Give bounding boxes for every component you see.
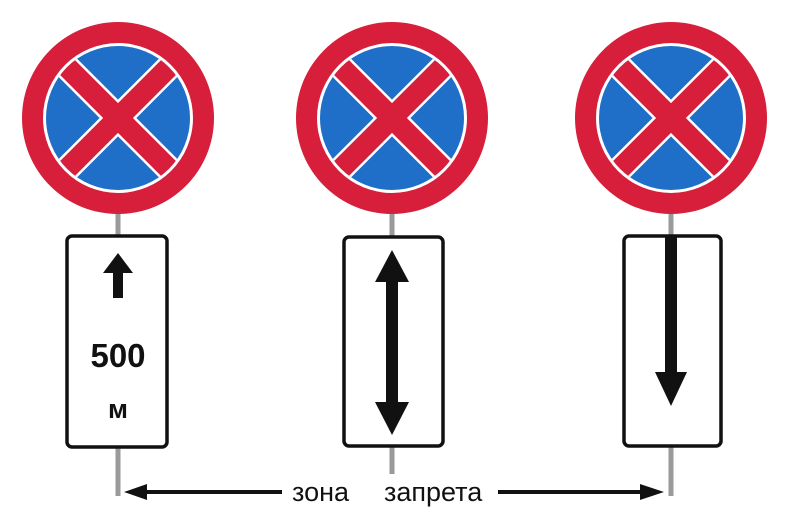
right-arrowhead-icon bbox=[640, 484, 664, 500]
distance-value: 500 bbox=[90, 337, 145, 374]
zone-caption-word1: зона bbox=[292, 477, 350, 507]
no-stopping-sign-right bbox=[575, 22, 767, 214]
distance-unit: м bbox=[108, 394, 128, 424]
up-arrow-icon bbox=[103, 253, 133, 298]
up-down-arrow-icon bbox=[375, 250, 409, 435]
no-stopping-sign-left bbox=[22, 22, 214, 214]
down-arrow-icon bbox=[655, 236, 687, 406]
left-arrowhead-icon bbox=[124, 484, 147, 500]
zone-span-arrow bbox=[124, 484, 664, 500]
distance-plate: 500 м bbox=[65, 234, 169, 449]
zone-continuation-plate bbox=[342, 235, 445, 448]
zone-end-plate bbox=[622, 234, 723, 448]
zone-caption-word2: запрета bbox=[384, 477, 483, 507]
no-stopping-sign-middle bbox=[296, 22, 488, 214]
